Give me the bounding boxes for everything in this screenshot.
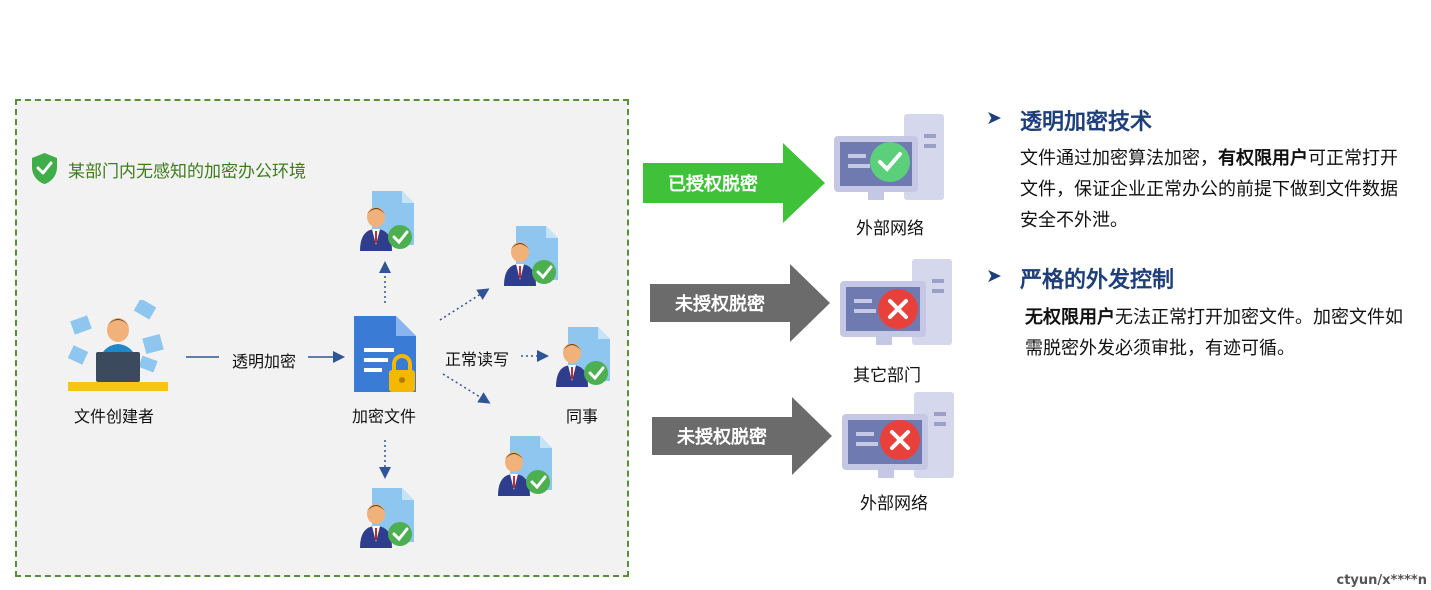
file-creator-illustration [67, 300, 168, 391]
section-marker-icon-0: ➤ [986, 107, 1002, 129]
normal-rw-label: 正常读写 [445, 350, 510, 369]
flow-banner-arrow-2 [652, 397, 832, 475]
flow-banner-label-2: 未授权脱密 [677, 427, 767, 448]
colleague-label: 同事 [566, 407, 599, 426]
encrypted-file-label: 加密文件 [352, 407, 417, 426]
network-label-2: 外部网络 [860, 494, 928, 514]
colleague-file-icon-top [360, 191, 414, 251]
shield-check-icon [32, 153, 57, 184]
section-marker-icon-1: ➤ [986, 265, 1002, 287]
flow-banner-label-0: 已授权脱密 [668, 174, 758, 195]
colleague-file-icon-bottom [360, 488, 414, 548]
section-body-0: 文件通过加密算法加密，有权限用户可正常打开文件，保证企业正常办公的前提下做到文件… [1020, 148, 1398, 231]
computer-denied-icon-2 [842, 392, 954, 478]
computer-authorized-icon [834, 114, 944, 200]
network-label-1: 其它部门 [853, 366, 921, 386]
colleague-file-icon-lower-right [498, 436, 552, 496]
section-title-1: 严格的外发控制 [1020, 268, 1175, 293]
creator-label: 文件创建者 [74, 407, 155, 426]
section-title-0: 透明加密技术 [1020, 110, 1153, 135]
watermark: ctyun/x****n [1336, 573, 1428, 588]
transparent-encrypt-label: 透明加密 [229, 348, 300, 372]
colleague-file-icon-upper-right [504, 226, 558, 286]
section-body-1: 无权限用户无法正常打开加密文件。加密文件如需脱密外发必须审批，有迹可循。 [1025, 307, 1403, 359]
colleague-file-icon-right [556, 327, 610, 387]
network-label-0: 外部网络 [856, 219, 924, 239]
flow-banner-arrow-0 [643, 143, 825, 223]
environment-title: 某部门内无感知的加密办公环境 [68, 162, 306, 182]
computer-denied-icon-1 [840, 259, 952, 345]
encrypted-file-icon [354, 316, 416, 392]
flow-banner-label-1: 未授权脱密 [675, 294, 765, 315]
flow-banner-arrow-1 [650, 264, 830, 342]
